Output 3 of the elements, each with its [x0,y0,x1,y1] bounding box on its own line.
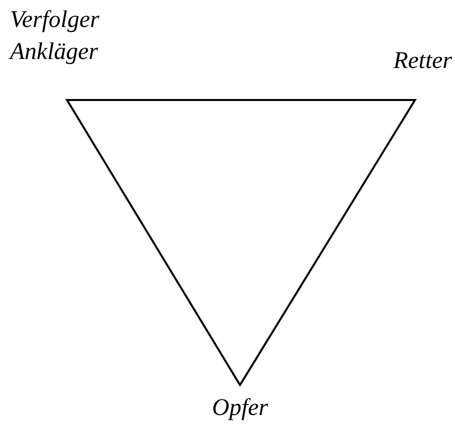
corner-label: Opfer [211,394,269,423]
corner-label: Retter [392,47,452,76]
corner-label: Verfolger Ankläger [10,6,100,67]
